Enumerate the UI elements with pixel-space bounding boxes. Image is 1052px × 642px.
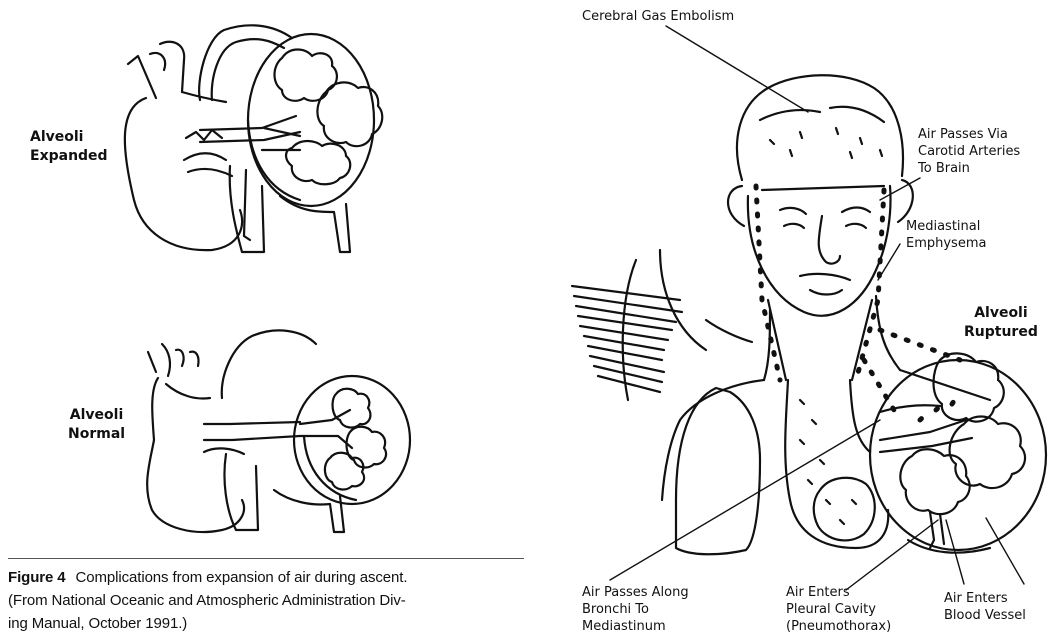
label-line: Mediastinum <box>582 618 689 635</box>
label-pleural-cavity: Air Enters Pleural Cavity (Pneumothorax) <box>786 584 891 635</box>
caption-line-1: Figure 4 Complications from expansion of … <box>8 566 528 589</box>
label-line: Air Enters <box>786 584 891 601</box>
label-line: Blood Vessel <box>944 607 1026 624</box>
label-line: Alveoli <box>964 304 1038 323</box>
label-bronchi-mediastinum: Air Passes Along Bronchi To Mediastinum <box>582 584 689 635</box>
caption-text: Complications from expansion of air duri… <box>76 569 408 586</box>
label-line: Alveoli <box>30 128 108 147</box>
label-line: Expanded <box>30 147 108 166</box>
label-alveoli-normal: Alveoli Normal <box>68 406 125 444</box>
heart-normal-drawing <box>147 330 344 532</box>
figure-caption: Figure 4 Complications from expansion of … <box>8 566 528 635</box>
caption-line-2: (From National Oceanic and Atmospheric A… <box>8 589 528 612</box>
caption-rule <box>8 558 524 559</box>
alveoli-normal-circle <box>294 376 410 504</box>
alveoli-ruptured-circle <box>870 353 1046 550</box>
figure-number: Figure 4 <box>8 569 66 586</box>
label-blood-vessel: Air Enters Blood Vessel <box>944 590 1026 624</box>
label-line: (Pneumothorax) <box>786 618 891 635</box>
alveoli-expanded-circle <box>200 34 382 206</box>
label-alveoli-ruptured: Alveoli Ruptured <box>964 304 1038 342</box>
label-line: Ruptured <box>964 323 1038 342</box>
label-line: Cerebral Gas Embolism <box>582 8 734 25</box>
heart-expanded-drawing <box>125 25 350 252</box>
label-line: Normal <box>68 425 125 444</box>
label-line: Air Enters <box>944 590 1026 607</box>
label-cerebral-gas-embolism: Cerebral Gas Embolism <box>582 8 734 25</box>
label-line: Air Passes Along <box>582 584 689 601</box>
label-alveoli-expanded: Alveoli Expanded <box>30 128 108 166</box>
label-carotid-arteries: Air Passes Via Carotid Arteries To Brain <box>918 126 1020 177</box>
label-line: Air Passes Via <box>918 126 1020 143</box>
label-line: Carotid Arteries <box>918 143 1020 160</box>
label-line: Pleural Cavity <box>786 601 891 618</box>
caption-line-3: ing Manual, October 1991.) <box>8 612 528 635</box>
label-line: To Brain <box>918 160 1020 177</box>
label-line: Alveoli <box>68 406 125 425</box>
label-mediastinal-emphysema: Mediastinal Emphysema <box>906 218 986 252</box>
label-line: Mediastinal <box>906 218 986 235</box>
label-line: Emphysema <box>906 235 986 252</box>
label-line: Bronchi To <box>582 601 689 618</box>
